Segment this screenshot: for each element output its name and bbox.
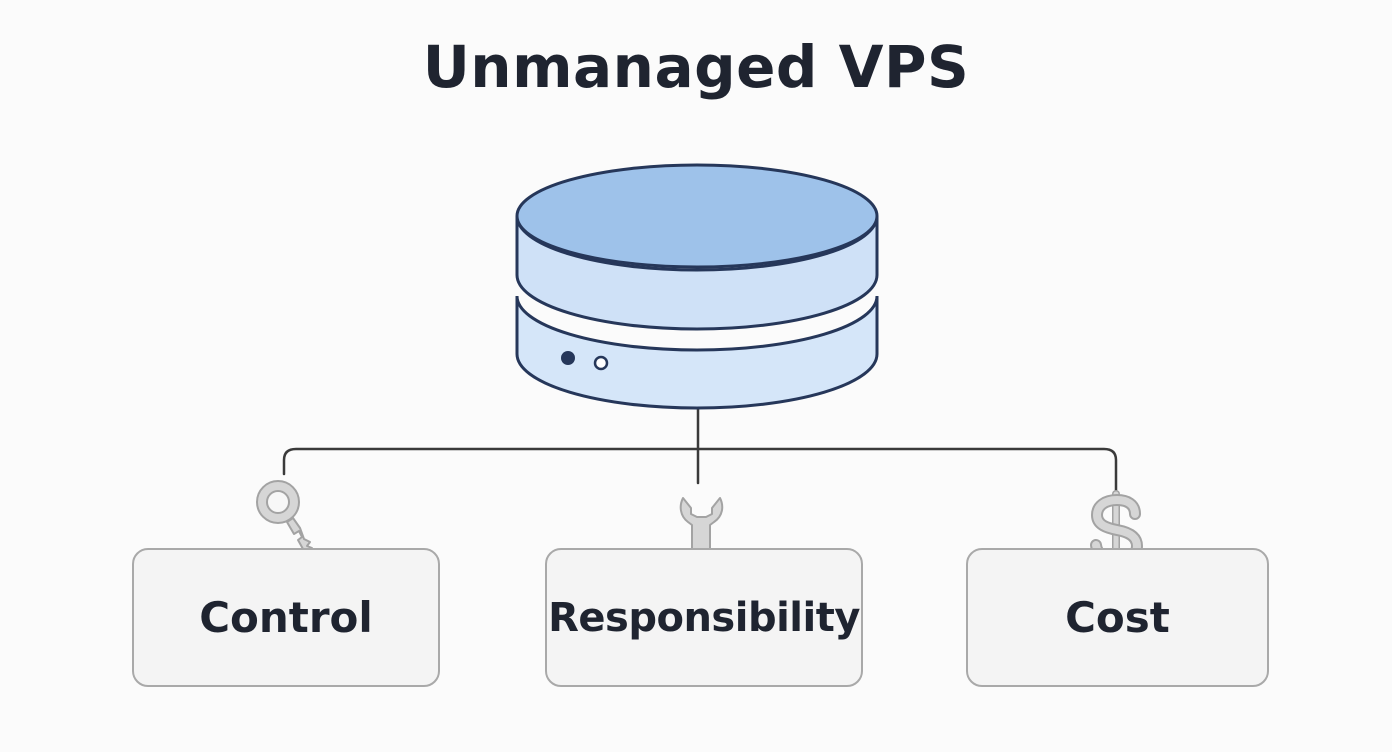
control-card: Control xyxy=(132,548,440,687)
responsibility-card: Responsibility xyxy=(545,548,863,687)
server-indicator-light-filled xyxy=(561,351,575,365)
server-database-icon xyxy=(515,163,879,410)
connector-lines xyxy=(282,406,1118,494)
server-lower-body xyxy=(515,295,879,410)
key-icon xyxy=(250,476,320,562)
server-upper-body xyxy=(515,215,879,331)
cost-card: Cost xyxy=(966,548,1269,687)
server-top xyxy=(515,163,879,269)
server-indicator-light-hollow xyxy=(593,355,609,371)
wrench-icon xyxy=(676,488,728,560)
control-label: Control xyxy=(199,593,373,642)
connector-horizontal xyxy=(282,447,1118,494)
diagram-title: Unmanaged VPS xyxy=(422,33,970,101)
cost-label: Cost xyxy=(1065,593,1170,642)
responsibility-label: Responsibility xyxy=(548,594,860,641)
